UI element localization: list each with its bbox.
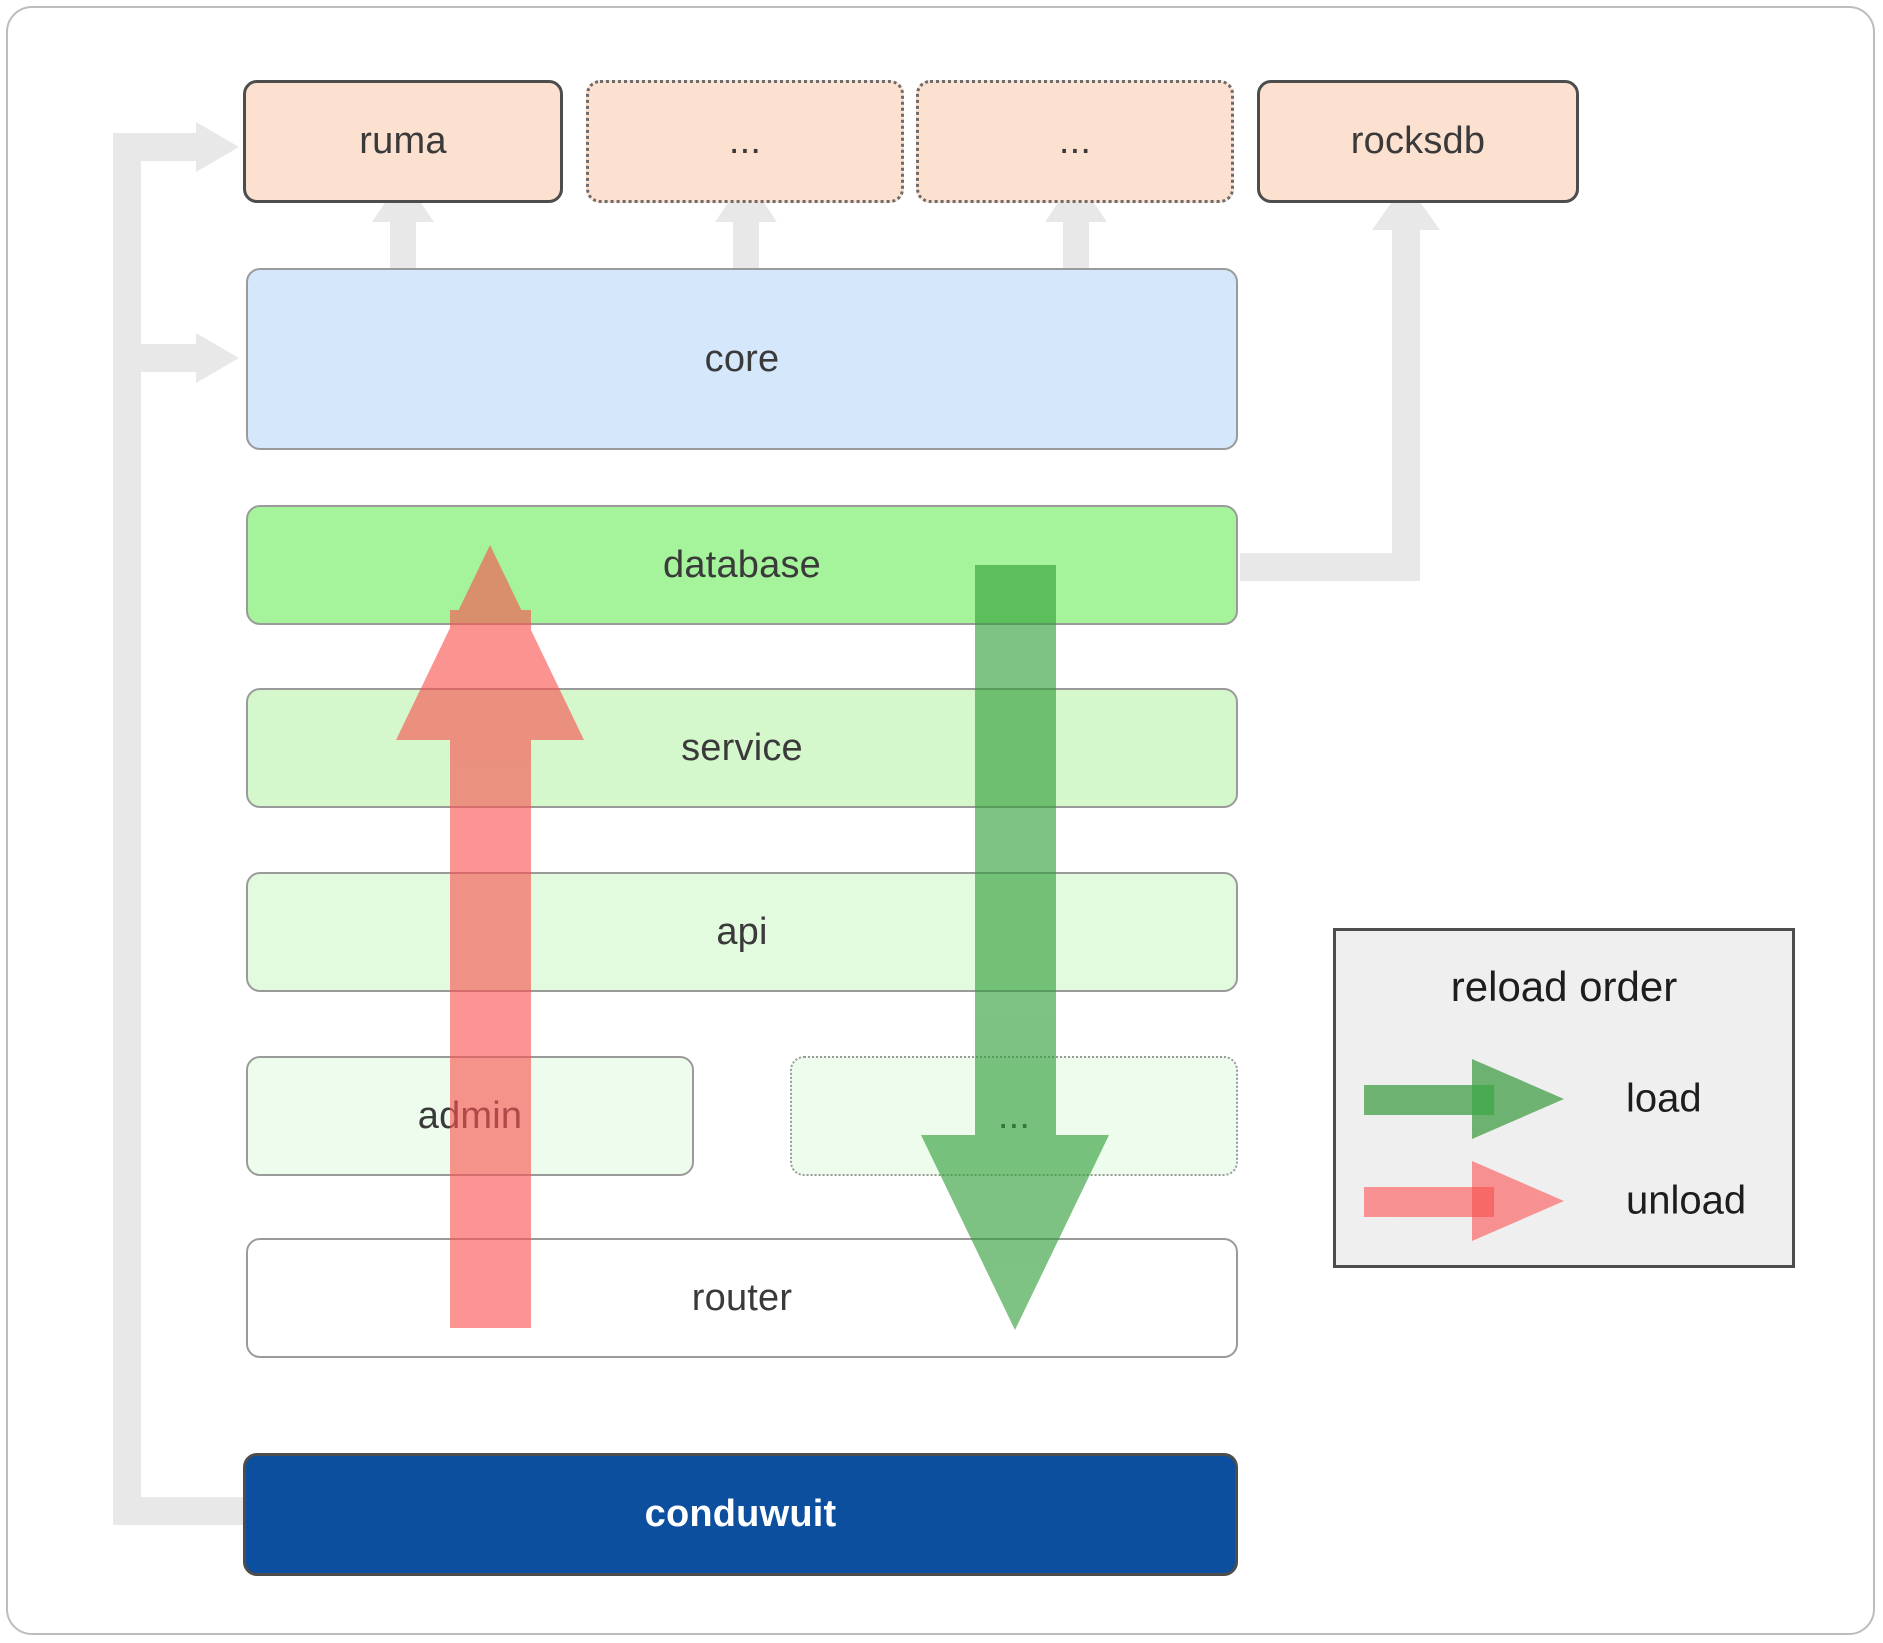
node-database[interactable]: database (246, 505, 1238, 625)
node-dots-top-1[interactable]: ... (586, 80, 904, 203)
node-dots-top-1-label: ... (728, 120, 762, 162)
legend-box: reload order load unload (1333, 928, 1795, 1268)
legend-label-load: load (1626, 1076, 1702, 1121)
node-service[interactable]: service (246, 688, 1238, 808)
node-admin-label: admin (417, 1094, 523, 1137)
node-core-label: core (704, 337, 780, 380)
node-core[interactable]: core (246, 268, 1238, 450)
node-database-label: database (663, 543, 821, 586)
node-dots-mid-label: ... (997, 1094, 1031, 1137)
node-router-label: router (691, 1276, 793, 1319)
node-admin[interactable]: admin (246, 1056, 694, 1176)
node-ruma[interactable]: ruma (243, 80, 563, 203)
node-api[interactable]: api (246, 872, 1238, 992)
node-conduwuit-label: conduwuit (644, 1493, 837, 1535)
unload-arrow-icon (1364, 1161, 1564, 1241)
node-service-label: service (681, 726, 803, 769)
node-rocksdb-label: rocksdb (1350, 120, 1486, 162)
node-ruma-label: ruma (359, 120, 447, 162)
node-dots-top-2[interactable]: ... (916, 80, 1234, 203)
legend-title: reload order (1450, 963, 1678, 1010)
legend-label-unload: unload (1626, 1178, 1747, 1223)
legend-row-load: load (1336, 1059, 1792, 1139)
node-router[interactable]: router (246, 1238, 1238, 1358)
load-arrow-icon (1364, 1059, 1564, 1139)
node-conduwuit[interactable]: conduwuit (243, 1453, 1238, 1576)
node-api-label: api (716, 910, 768, 953)
node-dots-mid[interactable]: ... (790, 1056, 1238, 1176)
legend-row-unload: unload (1336, 1161, 1792, 1241)
node-dots-top-2-label: ... (1058, 120, 1092, 162)
node-rocksdb[interactable]: rocksdb (1257, 80, 1579, 203)
